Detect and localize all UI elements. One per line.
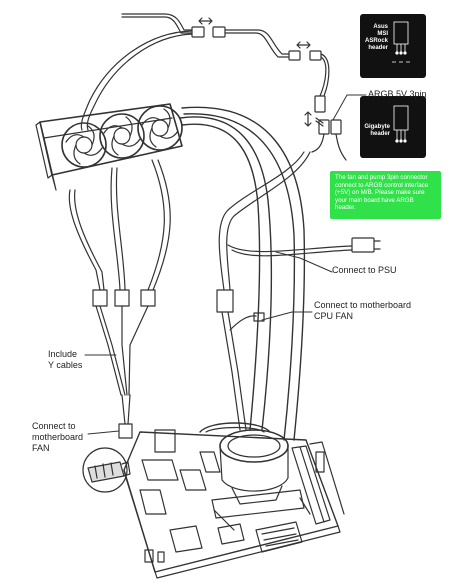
fan-cables <box>68 159 171 439</box>
argb-5v-3pin-label: ARGB 5V 3pin <box>368 89 427 99</box>
gigabyte-header-label: Gigabyte header <box>364 124 390 137</box>
label-leaders <box>84 94 367 435</box>
asus-msi-asrock-header-label: Asus MSI ASRock header <box>364 24 388 51</box>
gigabyte-header-box <box>360 96 426 158</box>
pump-cables <box>216 151 381 431</box>
fan-header-detail <box>82 447 131 493</box>
connect-fan-label: Connect to motherboard FAN <box>32 421 84 453</box>
include-y-cables-label: Include Y cables <box>48 349 83 370</box>
argb-note-box: The fan and pump 3pin connector connect … <box>330 171 441 219</box>
asus-msi-asrock-header-box <box>360 14 426 78</box>
radiator <box>35 103 183 191</box>
argb-cable-chain <box>80 13 347 161</box>
connect-psu-label: Connect to PSU <box>332 265 397 275</box>
motherboard <box>123 422 345 579</box>
coolant-tubes <box>179 106 306 441</box>
connect-cpu-fan-label: Connect to motherboard CPU FAN <box>314 300 412 321</box>
